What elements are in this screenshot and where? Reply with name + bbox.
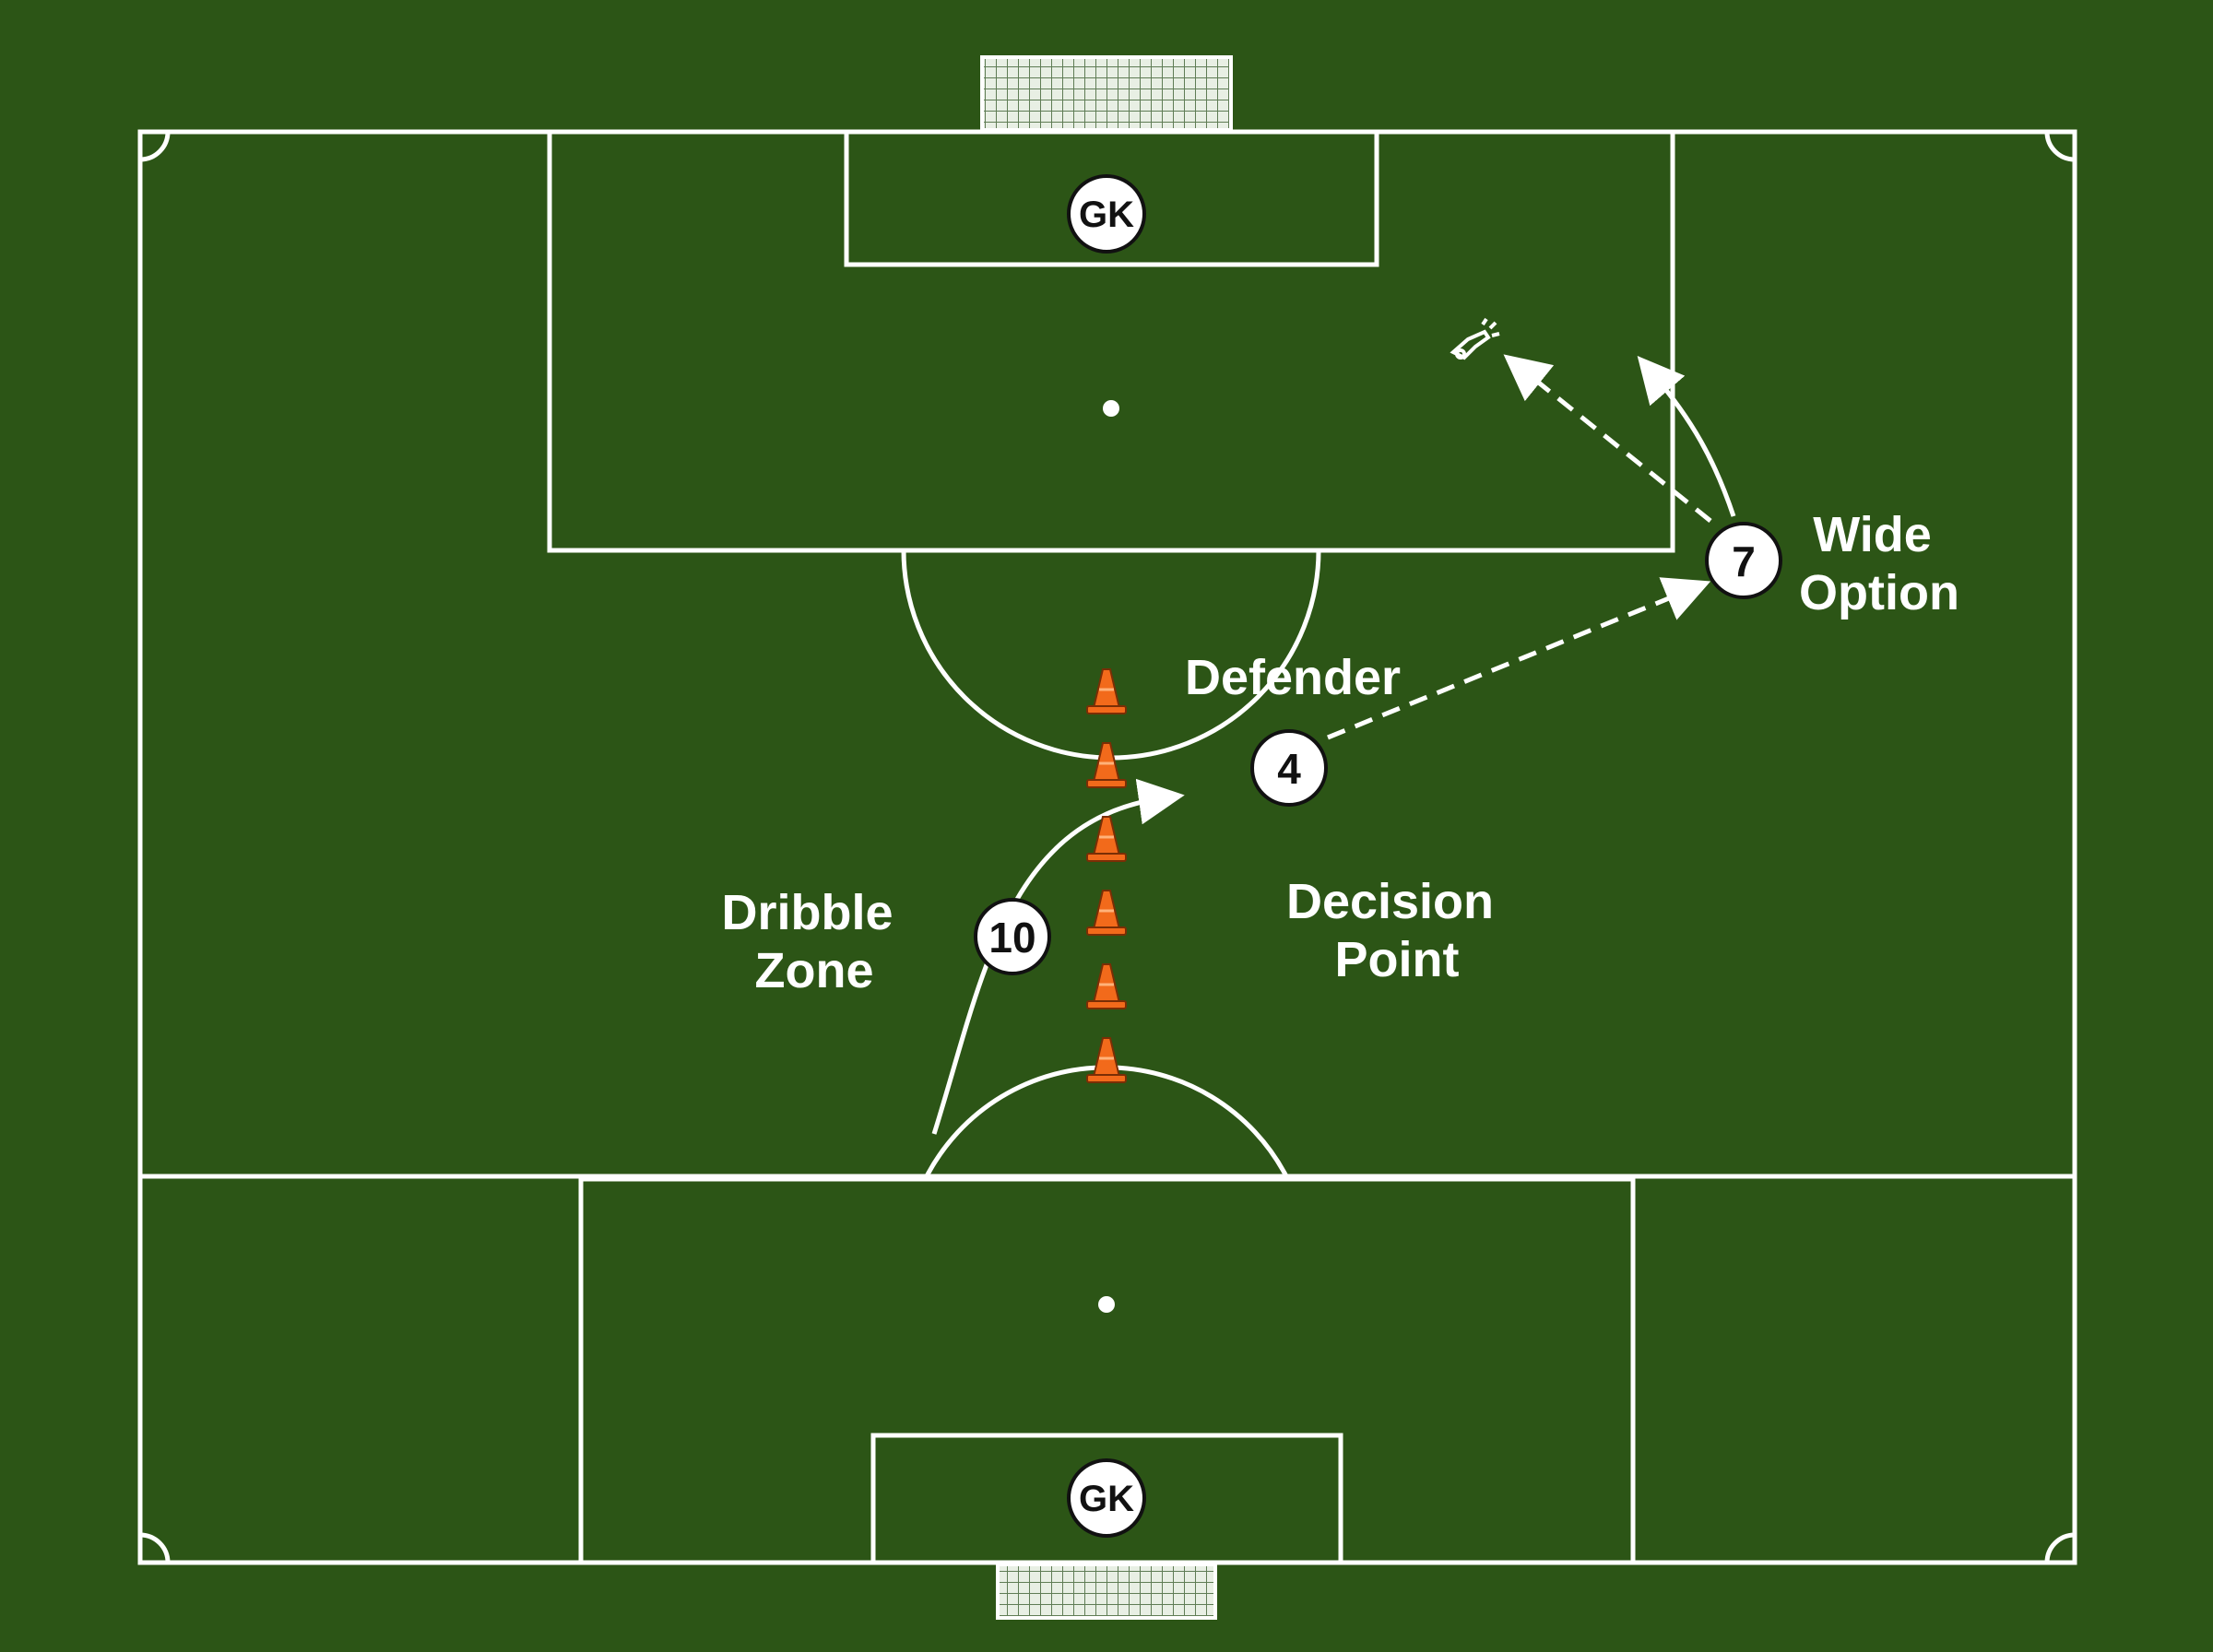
decision-point-label: Decision Point: [1286, 874, 1508, 987]
goalkeeper-bottom[interactable]: GK: [1067, 1458, 1146, 1538]
goalkeeper-bottom-label: GK: [1079, 1479, 1134, 1519]
player-4-label: 4: [1277, 745, 1301, 793]
player-4[interactable]: 4: [1250, 729, 1328, 807]
defender-label: Defender: [1185, 650, 1401, 705]
player-10[interactable]: 10: [974, 898, 1051, 975]
cone-icon: [1086, 816, 1127, 862]
player-7[interactable]: 7: [1705, 522, 1782, 599]
cross-arrow-icon: [1503, 354, 1712, 523]
bottom-penalty-spot: [1098, 1296, 1115, 1313]
cone-icon: [1086, 890, 1127, 936]
corner-arc-bottom-left: [139, 1532, 171, 1564]
pass-to-7-arrow-icon: [1327, 577, 1711, 740]
top-goal-net-icon: [980, 55, 1233, 132]
player-7-label: 7: [1732, 537, 1756, 585]
goalkeeper-top-label: GK: [1079, 195, 1134, 235]
bottom-goal-area: [870, 1433, 1343, 1565]
cone-icon: [1086, 963, 1127, 1009]
cone-icon: [1086, 1037, 1127, 1083]
corner-arc-bottom-right: [2044, 1532, 2076, 1564]
wide-run-arrow-icon: [1637, 356, 1736, 517]
player-10-label: 10: [988, 914, 1035, 962]
corner-arc-top-right: [2044, 131, 2076, 162]
top-penalty-spot: [1103, 400, 1119, 417]
top-goal-area: [844, 129, 1379, 267]
dribble-zone-label: Dribble Zone: [721, 885, 906, 998]
cone-icon: [1086, 742, 1127, 788]
goalkeeper-top[interactable]: GK: [1067, 174, 1146, 254]
corner-arc-top-left: [139, 131, 171, 162]
boot-icon: [1450, 317, 1500, 360]
bottom-goal-net-icon: [996, 1563, 1217, 1620]
cones: [1086, 668, 1127, 1083]
wide-option-label: Wide Option: [1799, 507, 1959, 620]
cone-icon: [1086, 668, 1127, 714]
